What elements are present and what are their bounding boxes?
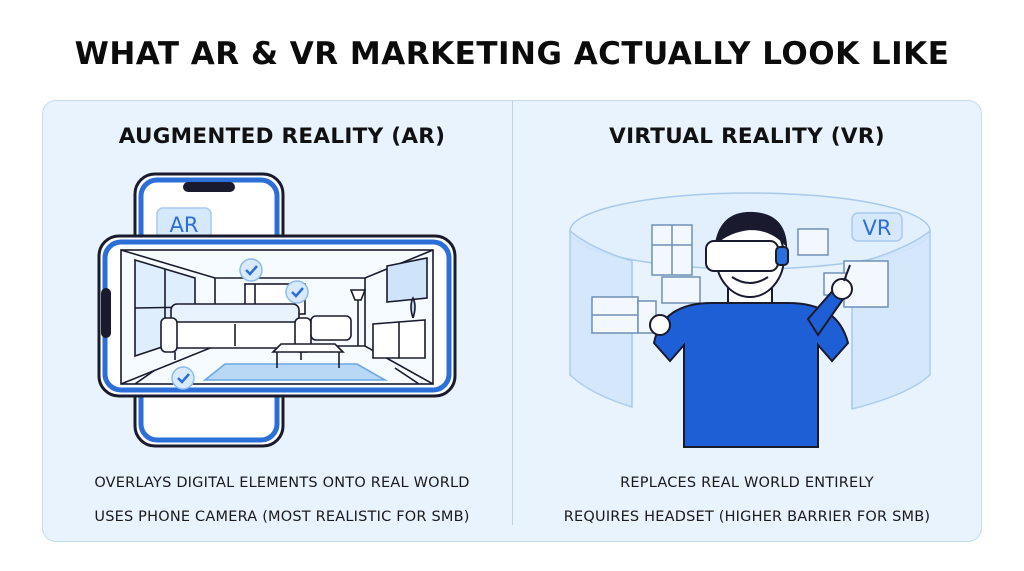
ar-line-1: OVERLAYS DIGITAL ELEMENTS ONTO REAL WORL… <box>94 475 470 491</box>
tv-icon <box>386 257 428 303</box>
panel-divider <box>512 100 513 525</box>
vr-illustration: VR <box>569 192 931 448</box>
check-icon <box>285 280 309 304</box>
lamp-icon <box>349 289 367 346</box>
ar-illustration: AR <box>97 172 457 448</box>
cabinet-icon <box>372 296 426 359</box>
floating-box-icon <box>591 296 657 334</box>
vr-heading: VIRTUAL REALITY (VR) <box>609 124 885 149</box>
ar-heading: AUGMENTED REALITY (AR) <box>118 124 446 149</box>
living-room-scene <box>120 249 434 385</box>
vr-badge-label: VR <box>863 216 892 240</box>
vr-headset-icon <box>705 240 789 272</box>
page-title: WHAT AR & VR MARKETING ACTUALLY LOOK LIK… <box>74 36 950 72</box>
coffee-table-icon <box>271 343 345 368</box>
vr-line-1: REPLACES REAL WORLD ENTIRELY <box>620 475 874 491</box>
armchair-icon <box>310 315 352 341</box>
person-with-headset-icon <box>649 211 853 448</box>
vr-line-2: REQUIRES HEADSET (HIGHER BARRIER FOR SMB… <box>563 509 931 525</box>
vr-badge: VR <box>851 212 903 242</box>
floating-shelf-icon <box>651 224 701 304</box>
check-icon <box>239 258 263 282</box>
ar-badge-label: AR <box>170 213 199 237</box>
check-icon <box>171 366 195 390</box>
ar-line-2: USES PHONE CAMERA (MOST REALISTIC FOR SM… <box>94 509 470 525</box>
ar-badge: AR <box>156 207 212 241</box>
sofa-icon <box>160 303 312 360</box>
